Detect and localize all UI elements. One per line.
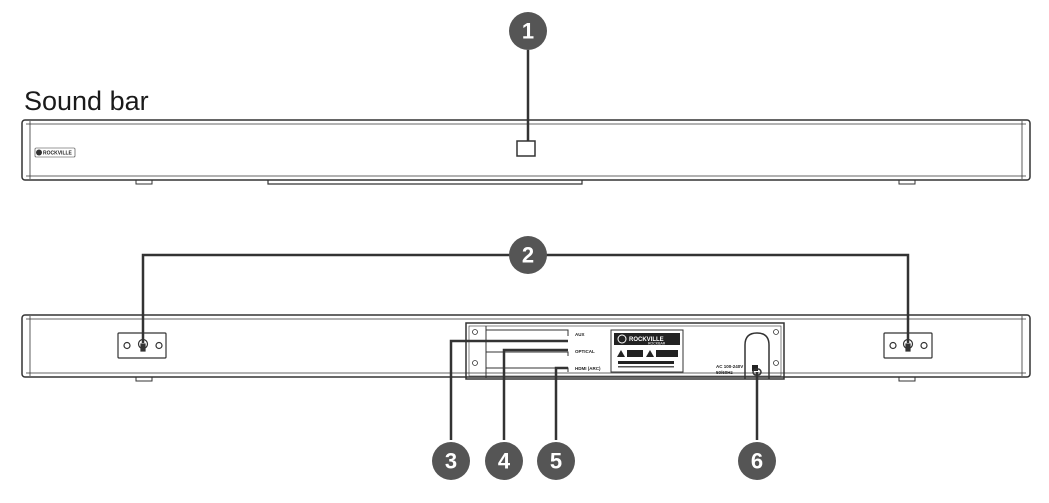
callout-3: 3 (432, 442, 470, 480)
callout-number: 2 (522, 243, 534, 268)
callout-circle (485, 442, 523, 480)
callout-circle (537, 442, 575, 480)
leader-4 (502, 348, 568, 440)
front-foot-left (135, 179, 153, 185)
callout-circle (509, 236, 547, 274)
optical-port-label: OPTICAL (575, 349, 595, 354)
front-logo: ROCKVILLE (34, 147, 76, 158)
rear-connection-panel (465, 322, 785, 380)
callout-circle (509, 12, 547, 50)
sticker-brand-text: ROCKVILLE (629, 337, 664, 343)
front-view (21, 119, 1031, 185)
rear-view (21, 314, 1031, 382)
front-logo-text: ROCKVILLE (43, 151, 73, 157)
aux-port-label: AUX (575, 332, 585, 337)
callout-number: 1 (522, 19, 534, 44)
callout-number: 4 (498, 449, 511, 474)
callout-circle (738, 442, 776, 480)
callout-circle (432, 442, 470, 480)
power-symbol (752, 365, 758, 371)
wall-mount-left (117, 332, 167, 359)
front-body-outline (21, 119, 1031, 181)
ir-sensor-window (516, 140, 536, 157)
front-foot-right (898, 179, 916, 185)
rating-label-sticker: ROCKVILLE ROCKBAR (610, 329, 684, 373)
front-stand-base (267, 180, 583, 185)
sticker-model-text: ROCKBAR (648, 342, 666, 346)
rear-foot-right (898, 376, 916, 382)
callout-5: 5 (537, 442, 575, 480)
rear-body-outline (21, 314, 1031, 378)
callout-6: 6 (738, 442, 776, 480)
wall-mount-right (883, 332, 933, 359)
callout-number: 6 (751, 449, 763, 474)
diagram-title: Sound bar (24, 86, 149, 116)
callout-number: 3 (445, 449, 457, 474)
callout-1: 1 (509, 12, 547, 50)
callout-4: 4 (485, 442, 523, 480)
power-voltage-label: AC 100-240V (716, 364, 743, 369)
leader-3 (449, 339, 568, 440)
leader-5 (554, 366, 568, 440)
callout-2: 2 (509, 236, 547, 274)
rear-foot-left (135, 376, 153, 382)
callout-number: 5 (550, 449, 562, 474)
hdmi-port-label: HDMI (ARC) (575, 366, 601, 371)
power-frequency-label: 50/60Hz (716, 370, 734, 375)
